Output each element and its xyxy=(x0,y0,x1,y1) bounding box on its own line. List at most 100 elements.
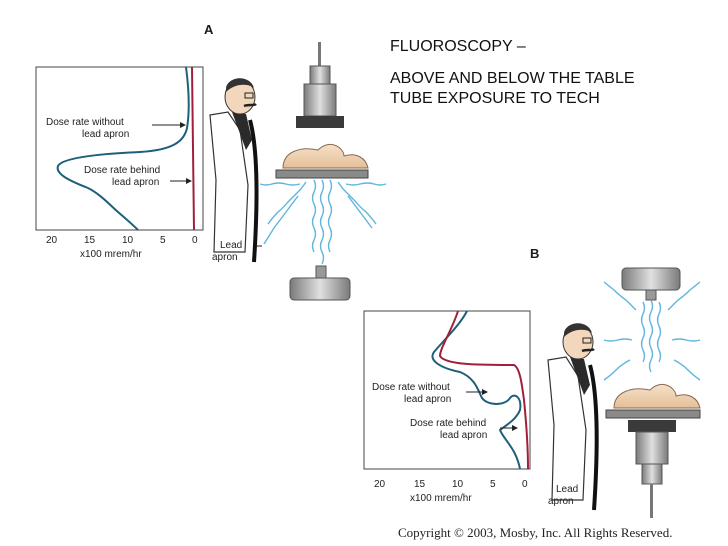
panel-a-wave xyxy=(327,179,333,253)
panel-a-chart-frame xyxy=(35,66,204,231)
panel-b-patient xyxy=(605,384,701,419)
panel-a-under-tube-housing xyxy=(289,277,351,301)
panel-a-apron-label-1: Lead xyxy=(220,240,243,251)
panel-a-axis-unit: x100 mrem/hr xyxy=(80,249,142,260)
title-line-1: FLUOROSCOPY – xyxy=(390,38,526,55)
panel-b-tick: 10 xyxy=(452,479,464,490)
panel-a-label: A xyxy=(204,22,214,37)
panel-b-wave xyxy=(603,338,633,342)
panel-b-tick: 0 xyxy=(522,479,528,490)
panel-a-patient-body xyxy=(282,144,369,169)
panel-a-label-without-2: lead apron xyxy=(82,129,130,140)
slide-title: FLUOROSCOPY – ABOVE AND BELOW THE TABLE … xyxy=(390,37,635,121)
panel-b-wave xyxy=(671,338,701,342)
panel-b-tube-cable xyxy=(650,484,653,518)
panel-a-under-table-tube xyxy=(289,265,351,301)
panel-a-wave xyxy=(347,195,373,229)
panel-a-tick: 10 xyxy=(122,235,134,246)
panel-b-tube-body xyxy=(635,431,669,465)
panel-b-mustache xyxy=(581,347,595,353)
panel-b-table xyxy=(605,409,701,419)
panel-b-label: B xyxy=(530,246,540,261)
panel-b-tick: 5 xyxy=(490,479,496,490)
panel-a-tick: 15 xyxy=(84,235,96,246)
panel-a-patient xyxy=(275,144,369,179)
panel-a-chart xyxy=(35,66,204,231)
panel-a-tie xyxy=(232,112,252,150)
panel-b-wave xyxy=(640,301,646,363)
panel-b-coat xyxy=(547,356,587,501)
panel-b-axis-unit: x100 mrem/hr xyxy=(410,493,472,504)
panel-a-tube-neck xyxy=(309,65,331,87)
panel-a-lead-apron xyxy=(248,119,259,263)
panel-b-under-table-tube xyxy=(628,420,676,518)
panel-b-label-without-2: lead apron xyxy=(404,394,452,405)
panel-a-coat xyxy=(209,111,249,253)
title-line-3: TUBE EXPOSURE TO TECH xyxy=(390,90,600,107)
panel-b-label-behind-2: lead apron xyxy=(440,430,488,441)
panel-b-patient-body xyxy=(613,384,701,409)
panel-b-glasses xyxy=(582,337,592,344)
panel-a-radiation xyxy=(259,179,387,265)
panel-b-top-housing xyxy=(621,267,681,301)
panel-b-chart-frame xyxy=(363,310,531,470)
panel-b-label-without: Dose rate without xyxy=(372,382,450,393)
panel-b-curve-behind-apron xyxy=(438,310,529,470)
panel-a-wave xyxy=(259,182,301,186)
panel-a-label-behind-2: lead apron xyxy=(112,177,160,188)
panel-a-curve-without-apron xyxy=(56,66,190,231)
panel-a-wave xyxy=(345,182,387,186)
panel-a-xray-tube xyxy=(296,42,344,128)
panel-b-tube-collimator xyxy=(628,420,676,432)
panel-b-tick: 20 xyxy=(374,479,386,490)
panel-b-apron-label-1: Lead xyxy=(556,484,579,495)
panel-a-label-without: Dose rate without xyxy=(46,117,124,128)
panel-a-technician xyxy=(209,78,262,263)
panel-b-tick: 15 xyxy=(414,479,426,490)
panel-b-lead-apron xyxy=(588,364,599,511)
panel-a-arrowhead-without xyxy=(180,122,186,128)
panel-a-mustache xyxy=(243,102,257,108)
panel-b-technician xyxy=(547,323,599,511)
panel-a-tube-body xyxy=(303,83,337,117)
panel-a-arrowhead-behind xyxy=(186,178,192,184)
panel-b-wave xyxy=(648,299,654,373)
panel-b-hair xyxy=(564,323,592,337)
panel-a-under-tube-port xyxy=(315,265,327,279)
panel-b-wave xyxy=(656,301,662,363)
copyright-notice: Copyright © 2003, Mosby, Inc. All Rights… xyxy=(398,525,673,540)
panel-a-tube-collimator xyxy=(296,116,344,128)
panel-a-tick: 5 xyxy=(160,235,166,246)
panel-a-wave xyxy=(263,195,299,245)
panel-a-table xyxy=(275,169,369,179)
panel-b-tube-neck xyxy=(641,463,663,485)
panel-a-label-behind: Dose rate behind xyxy=(84,165,161,176)
panel-b-label-behind: Dose rate behind xyxy=(410,418,487,429)
panel-b-chart xyxy=(363,310,531,470)
panel-a-tick: 0 xyxy=(192,235,198,246)
panel-a-tube-cable xyxy=(318,42,321,68)
panel-b-wave xyxy=(603,281,637,311)
panel-a-wave xyxy=(311,179,317,253)
panel-a-hair xyxy=(226,78,254,92)
panel-b-arrowhead-without xyxy=(482,389,488,395)
panel-a-apron-label-2: apron xyxy=(212,252,238,263)
panel-b-top-housing-port xyxy=(645,289,657,301)
panel-a-wave xyxy=(337,181,377,225)
panel-b-wave xyxy=(667,281,701,311)
title-line-2: ABOVE AND BELOW THE TABLE xyxy=(390,70,635,87)
panel-a-tick: 20 xyxy=(46,235,58,246)
panel-a-curve-behind-apron xyxy=(191,66,195,231)
panel-b-tie xyxy=(570,357,590,395)
panel-b-arrowhead-behind xyxy=(512,425,518,431)
panel-b-wave xyxy=(603,359,631,381)
panel-a-glasses xyxy=(244,92,254,99)
panel-b-apron-label-2: apron xyxy=(548,496,574,507)
panel-b-curve-without-apron xyxy=(431,310,522,470)
panel-b-top-housing-box xyxy=(621,267,681,291)
panel-a-wave xyxy=(267,181,307,225)
panel-a-wave xyxy=(319,179,325,265)
panel-b-wave xyxy=(673,359,701,381)
panel-b-radiation xyxy=(603,281,701,381)
